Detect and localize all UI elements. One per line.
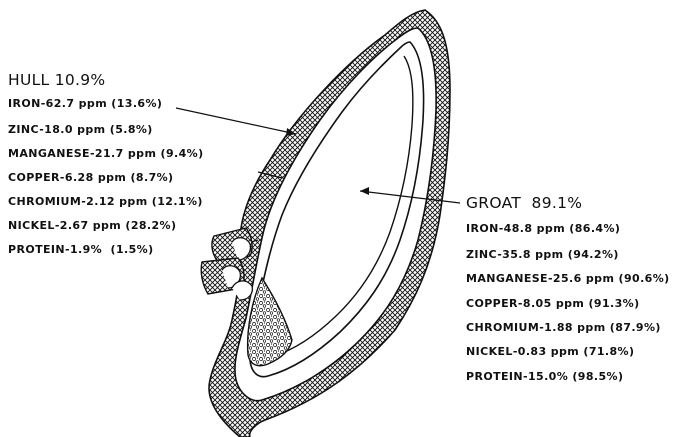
hull-title: HULL 10.9% bbox=[8, 71, 105, 89]
groat-copper: COPPER-8.05 ppm (91.3%) bbox=[466, 297, 640, 310]
hull-chromium: CHROMIUM-2.12 ppm (12.1%) bbox=[8, 195, 203, 208]
groat-chromium: CHROMIUM-1.88 ppm (87.9%) bbox=[466, 321, 661, 334]
groat-zinc: ZINC-35.8 ppm (94.2%) bbox=[466, 248, 619, 261]
hull-manganese: MANGANESE-21.7 ppm (9.4%) bbox=[8, 147, 204, 160]
hull-pointer-arrow bbox=[176, 108, 296, 136]
hull-copper: COPPER-6.28 ppm (8.7%) bbox=[8, 171, 173, 184]
hull-nickel: NICKEL-2.67 ppm (28.2%) bbox=[8, 219, 176, 232]
groat-nickel: NICKEL-0.83 ppm (71.8%) bbox=[466, 345, 634, 358]
groat-title: GROAT 89.1% bbox=[466, 194, 582, 212]
groat-iron: IRON-48.8 ppm (86.4%) bbox=[466, 222, 620, 235]
hull-zinc: ZINC-18.0 ppm (5.8%) bbox=[8, 123, 153, 136]
groat-protein: PROTEIN-15.0% (98.5%) bbox=[466, 370, 623, 383]
hull-iron: IRON-62.7 ppm (13.6%) bbox=[8, 97, 162, 110]
groat-manganese: MANGANESE-25.6 ppm (90.6%) bbox=[466, 272, 670, 285]
hull-protein: PROTEIN-1.9% (1.5%) bbox=[8, 243, 154, 256]
